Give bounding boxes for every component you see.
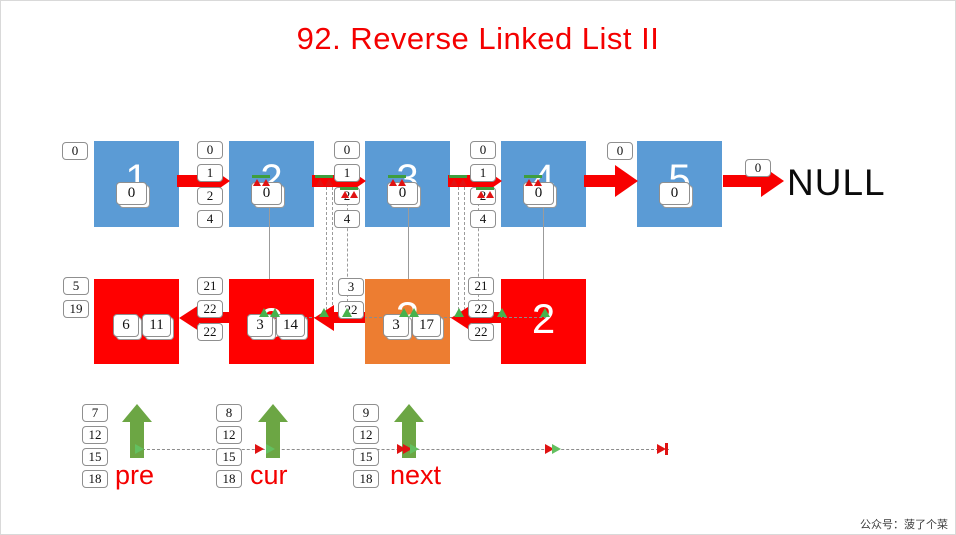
anim-step-box: 12: [353, 426, 379, 444]
motion-marker-icon: [410, 444, 419, 454]
motion-marker-icon: [319, 308, 329, 317]
anim-step-box: 21: [468, 277, 494, 295]
reversed-node-value: 2: [531, 295, 556, 342]
connector-dashed-line: [458, 187, 459, 315]
anim-step-box: 1: [334, 164, 360, 182]
page-title: 92. Reverse Linked List II: [296, 21, 660, 56]
motion-marker-icon: [447, 175, 469, 186]
inner-value-box: 3: [247, 314, 273, 337]
null-label: NULL: [787, 162, 886, 203]
anim-step-box: 18: [82, 470, 108, 488]
anim-step-box: 0: [334, 141, 360, 159]
anim-step-box: 22: [197, 323, 223, 341]
motion-marker-icon: [474, 187, 496, 198]
anim-step-box: 18: [353, 470, 379, 488]
anim-step-box: 22: [468, 300, 494, 318]
connector-line: [269, 203, 270, 311]
motion-marker-icon: [313, 175, 335, 186]
connector-dashed-line: [464, 187, 465, 315]
inner-value-box: 14: [276, 314, 305, 337]
next-arrowhead-icon: [615, 165, 638, 197]
connector-line: [543, 203, 544, 297]
motion-marker-icon: [497, 308, 507, 317]
anim-step-box: 15: [353, 448, 379, 466]
anim-step-box: 5: [63, 277, 89, 295]
connector-dashed-line: [478, 193, 479, 317]
prev-arrowhead-icon: [179, 305, 199, 331]
anim-step-box: 18: [216, 470, 242, 488]
motion-marker-icon: [409, 308, 419, 317]
anim-step-box: 1: [470, 164, 496, 182]
motion-marker-icon: [454, 308, 464, 317]
motion-marker-icon: [403, 444, 412, 454]
next-arrow-icon: [584, 175, 617, 187]
connector-dashed-line: [332, 187, 333, 315]
motion-marker-icon: [255, 444, 264, 454]
motion-marker-icon: [399, 308, 409, 317]
motion-marker-icon: [522, 175, 544, 186]
next-pointer-arrow-icon: [394, 404, 424, 422]
anim-step-box: 0: [197, 141, 223, 159]
next-arrow-icon: [723, 175, 763, 187]
anim-step-box: 0: [62, 142, 88, 160]
anim-step-box: 19: [63, 300, 89, 318]
anim-step-box: 21: [197, 277, 223, 295]
motion-marker-icon: [397, 444, 406, 454]
anim-step-box: 12: [216, 426, 242, 444]
pre-label: pre: [115, 460, 155, 490]
anim-step-box: 12: [82, 426, 108, 444]
anim-step-box: 1: [197, 164, 223, 182]
cur-pointer-arrow-icon: [258, 404, 288, 422]
connector-line: [408, 203, 409, 307]
anim-step-box: 7: [82, 404, 108, 422]
next-label: next: [390, 460, 442, 490]
anim-step-box: 4: [470, 210, 496, 228]
connector-dashed-line: [326, 187, 327, 315]
pre-pointer-arrow-icon: [122, 404, 152, 422]
cur-label: cur: [250, 460, 288, 490]
inner-value-box: 17: [412, 314, 441, 337]
node-pointer-box: 0: [659, 182, 690, 205]
motion-marker-icon: [540, 308, 550, 317]
connector-dashed-line: [347, 193, 348, 317]
anim-step-box: 22: [197, 300, 223, 318]
anim-step-box: 8: [216, 404, 242, 422]
anim-step-box: 15: [82, 448, 108, 466]
anim-step-box: 0: [745, 159, 771, 177]
motion-end-marker-icon: [665, 443, 668, 455]
node-pointer-box: 0: [116, 182, 147, 205]
anim-step-box: 15: [216, 448, 242, 466]
motion-marker-icon: [266, 444, 275, 454]
motion-marker-icon: [342, 308, 352, 317]
inner-value-box: 3: [383, 314, 409, 337]
anim-step-box: 22: [468, 323, 494, 341]
motion-marker-icon: [338, 187, 360, 198]
anim-step-box: 4: [197, 210, 223, 228]
motion-marker-icon: [250, 175, 272, 186]
inner-value-box: 11: [142, 314, 171, 337]
anim-step-box: 4: [334, 210, 360, 228]
watermark: 公众号：菠了个菜: [860, 519, 948, 531]
anim-step-box: 3: [338, 278, 364, 296]
reversed-node-box: [501, 279, 586, 364]
motion-marker-icon: [552, 444, 561, 454]
motion-marker-icon: [259, 308, 269, 317]
anim-step-box: 0: [607, 142, 633, 160]
anim-step-box: 9: [353, 404, 379, 422]
anim-step-box: 2: [197, 187, 223, 205]
inner-value-box: 6: [113, 314, 139, 337]
anim-step-box: 0: [470, 141, 496, 159]
motion-marker-icon: [545, 444, 554, 454]
motion-marker-icon: [386, 175, 408, 186]
motion-marker-icon: [270, 308, 280, 317]
motion-marker-icon: [135, 444, 144, 454]
motion-marker-icon: [657, 444, 666, 454]
